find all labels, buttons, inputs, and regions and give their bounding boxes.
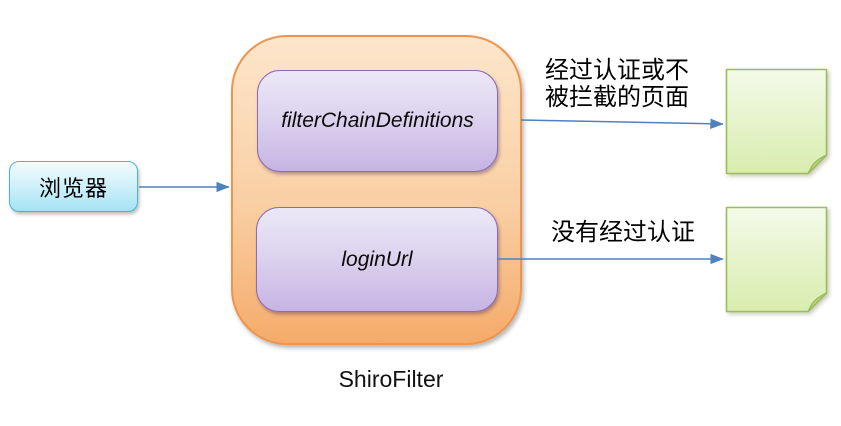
- page-note-authenticated: [725, 68, 828, 175]
- filter-chain-definitions-label: filterChainDefinitions: [281, 109, 474, 132]
- shiro-filter-caption: ShiroFilter: [338, 366, 444, 392]
- filterchain-to-page-arrow: [520, 118, 724, 129]
- sticky-note-icon: [725, 206, 828, 313]
- browser-node: 浏览器: [9, 161, 138, 212]
- sticky-note-icon: [725, 68, 828, 175]
- flow-label-unauthenticated: 没有经过认证: [551, 219, 695, 246]
- login-url-node: loginUrl: [256, 207, 498, 312]
- filter-chain-definitions-node: filterChainDefinitions: [257, 70, 498, 172]
- browser-label: 浏览器: [38, 175, 108, 201]
- page-note-unauthenticated: [725, 206, 828, 313]
- flow-label-authenticated: 经过认证或不 被拦截的页面: [545, 57, 689, 111]
- login-url-label: loginUrl: [341, 247, 413, 271]
